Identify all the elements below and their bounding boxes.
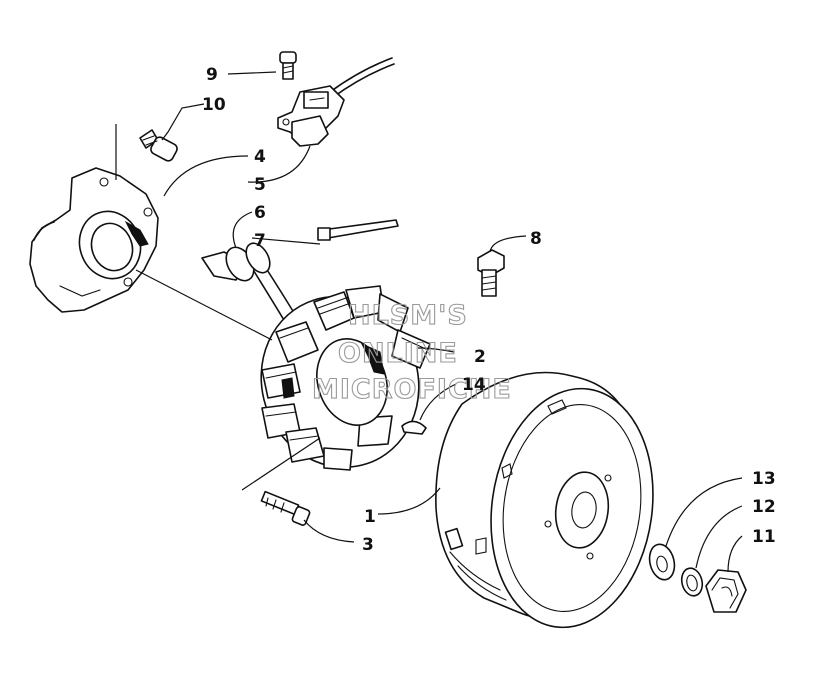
watermark: HLSM'S ONLINE MICROFICHE	[311, 299, 512, 405]
callout-11: 11	[752, 527, 776, 547]
part-8-bolt	[477, 249, 505, 297]
callout-3: 3	[362, 535, 374, 555]
callout-labels: 9 10 4 5 6 7 8 2 14 1 3 13 12 11	[202, 65, 776, 555]
watermark-line1: HLSM'S	[348, 300, 468, 331]
part-14-woodruff-key	[401, 420, 427, 435]
watermark-line2: ONLINE	[338, 338, 458, 369]
callout-5: 5	[254, 175, 266, 195]
callout-2: 2	[474, 347, 486, 367]
callout-4: 4	[254, 147, 266, 167]
callout-10: 10	[202, 95, 226, 115]
callout-1: 1	[364, 507, 376, 527]
callout-7: 7	[254, 231, 266, 251]
part-9-screw	[279, 51, 297, 80]
callout-12: 12	[752, 497, 776, 517]
part-5-sensor	[277, 57, 395, 147]
part-4-stator-plate	[29, 167, 159, 313]
part-13-washer	[648, 543, 676, 581]
part-7-cable-tie	[317, 219, 399, 241]
callout-14: 14	[462, 375, 486, 395]
part-12-lock-washer	[680, 567, 704, 597]
callout-13: 13	[752, 469, 776, 489]
callout-8: 8	[530, 229, 542, 249]
part-2-stator	[260, 285, 431, 471]
part-10-bolt	[139, 129, 178, 162]
part-11-nut	[705, 569, 747, 613]
callout-6: 6	[254, 203, 266, 223]
part-3-screw	[260, 490, 311, 526]
leader-lines	[115, 71, 743, 573]
watermark-line3: MICROFICHE	[312, 374, 512, 405]
part-1-flywheel	[435, 371, 654, 629]
callout-9: 9	[206, 65, 218, 85]
